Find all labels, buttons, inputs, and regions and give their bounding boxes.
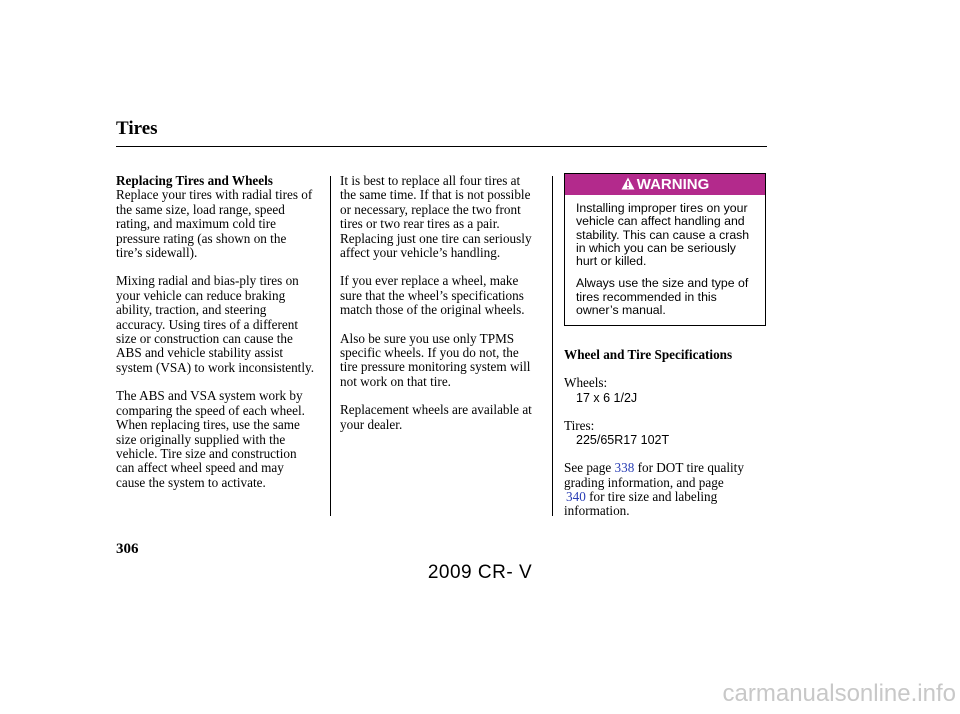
column-2: It is best to replace all four tires at …	[340, 173, 552, 432]
specifications-heading: Wheel and Tire Specifications	[564, 347, 733, 362]
column-divider-1	[330, 176, 331, 516]
paragraph-replace-four: It is best to replace all four tires at …	[340, 173, 532, 261]
paragraph-radial-tires: Replace your tires with radial tires of …	[116, 187, 313, 261]
warning-header: WARNING	[565, 174, 765, 195]
specifications-section: Wheel and Tire Specifications Wheels: 17…	[564, 347, 774, 519]
paragraph-dealer: Replacement wheels are available at your…	[340, 402, 532, 432]
footer-model: 2009 CR- V	[427, 562, 533, 583]
warning-box: WARNING Installing improper tires on you…	[564, 173, 766, 326]
wheels-label: Wheels:	[564, 375, 608, 391]
warning-text: Installing improper tires on your vehicl…	[576, 201, 762, 326]
section-heading-replacing: Replacing Tires and Wheels	[116, 173, 273, 188]
wheels-value: 17 x 6 1/2J	[576, 390, 638, 405]
page-link-340[interactable]: 340	[566, 489, 586, 505]
title-rule	[116, 146, 767, 147]
column-1: Replacing Tires and Wheels Replace your …	[116, 173, 328, 490]
tires-label: Tires:	[564, 417, 595, 433]
warning-paragraph-2: Always use the size and type of tires re…	[576, 276, 749, 318]
see-page-reference: See page 338 for DOT tire quality gradin…	[564, 460, 744, 519]
warning-triangle-icon	[621, 177, 635, 190]
paragraph-mixing-tires: Mixing radial and bias-ply tires on your…	[116, 273, 315, 375]
paragraph-replace-wheel: If you ever replace a wheel, make sure t…	[340, 273, 525, 318]
page-link-338[interactable]: 338	[614, 460, 635, 476]
page-title: Tires	[116, 118, 158, 139]
paragraph-tpms-wheels: Also be sure you use only TPMS specific …	[340, 330, 531, 389]
warning-paragraph-1: Installing improper tires on your vehicl…	[576, 201, 750, 269]
warning-label: WARNING	[636, 176, 710, 193]
watermark: carmanualsonline.info	[722, 680, 956, 707]
page-number: 306	[116, 541, 139, 557]
paragraph-abs-vsa: The ABS and VSA system work by comparing…	[116, 388, 305, 490]
tires-value: 225/65R17 102T	[576, 433, 670, 448]
column-divider-2	[552, 176, 553, 516]
